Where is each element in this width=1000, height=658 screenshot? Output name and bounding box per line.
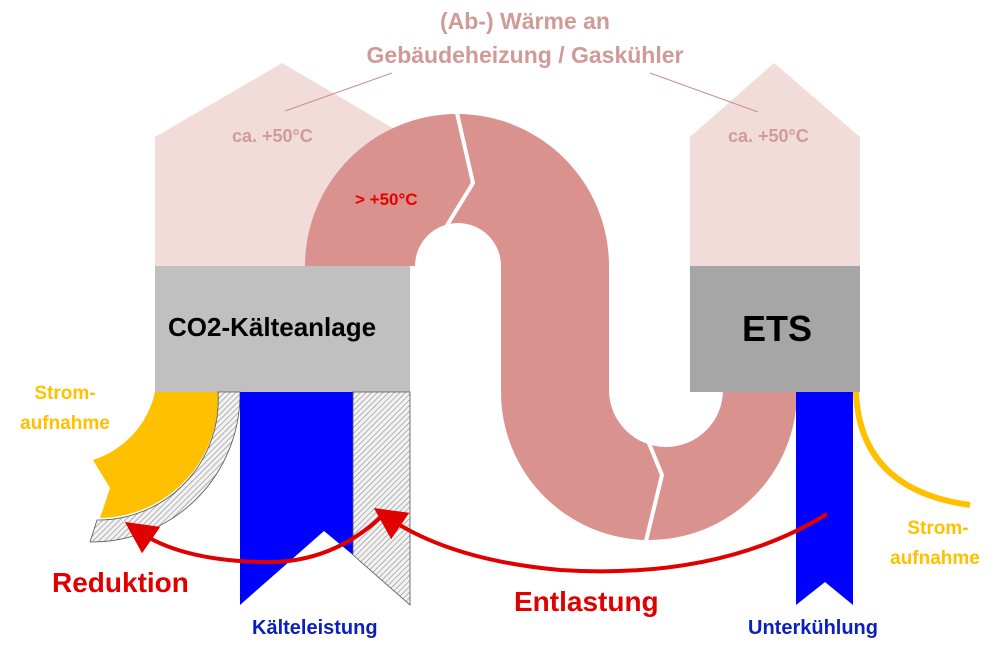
power-right-label-1: Strom- — [907, 518, 969, 539]
reduction-label: Reduktion — [52, 567, 189, 598]
power-left-label-2: aufnahme — [20, 413, 110, 434]
ets-box — [690, 266, 860, 392]
cooling-capacity-band — [240, 392, 353, 605]
left-power-input — [93, 392, 219, 518]
heat-flow-band — [305, 114, 797, 540]
power-left-label-1: Strom- — [34, 383, 96, 404]
subcooling-band — [796, 392, 853, 605]
power-reduction-hatch — [89, 391, 241, 543]
co2-plant-label: CO2-Kälteanlage — [168, 312, 377, 342]
heat-flow-split-bottom — [644, 435, 665, 542]
title-pointer-right — [649, 72, 759, 113]
power-right-label-2: aufnahme — [890, 548, 980, 569]
relief-arrow — [373, 507, 829, 574]
subcooling-label: Unterkühlung — [748, 617, 878, 639]
heat-flow-split-top — [444, 112, 476, 229]
cooling-relief-hatch — [352, 391, 411, 606]
right-heat-house — [690, 63, 860, 266]
cooling-capacity-label: Kälteleistung — [252, 617, 378, 639]
title-pointer-left — [284, 72, 393, 112]
title-line-1: (Ab-) Wärme an — [440, 8, 610, 34]
ets-label: ETS — [742, 308, 813, 349]
left-house-temp: ca. +50°C — [232, 126, 313, 146]
relief-label: Entlastung — [514, 586, 659, 617]
right-house-temp: ca. +50°C — [728, 126, 809, 146]
title-line-2: Gebäudeheizung / Gaskühler — [366, 42, 684, 68]
reduction-arrow — [124, 514, 384, 565]
flow-temp: > +50°C — [355, 190, 418, 209]
co2-plant-box — [155, 266, 410, 392]
right-power-curve — [853, 391, 971, 508]
